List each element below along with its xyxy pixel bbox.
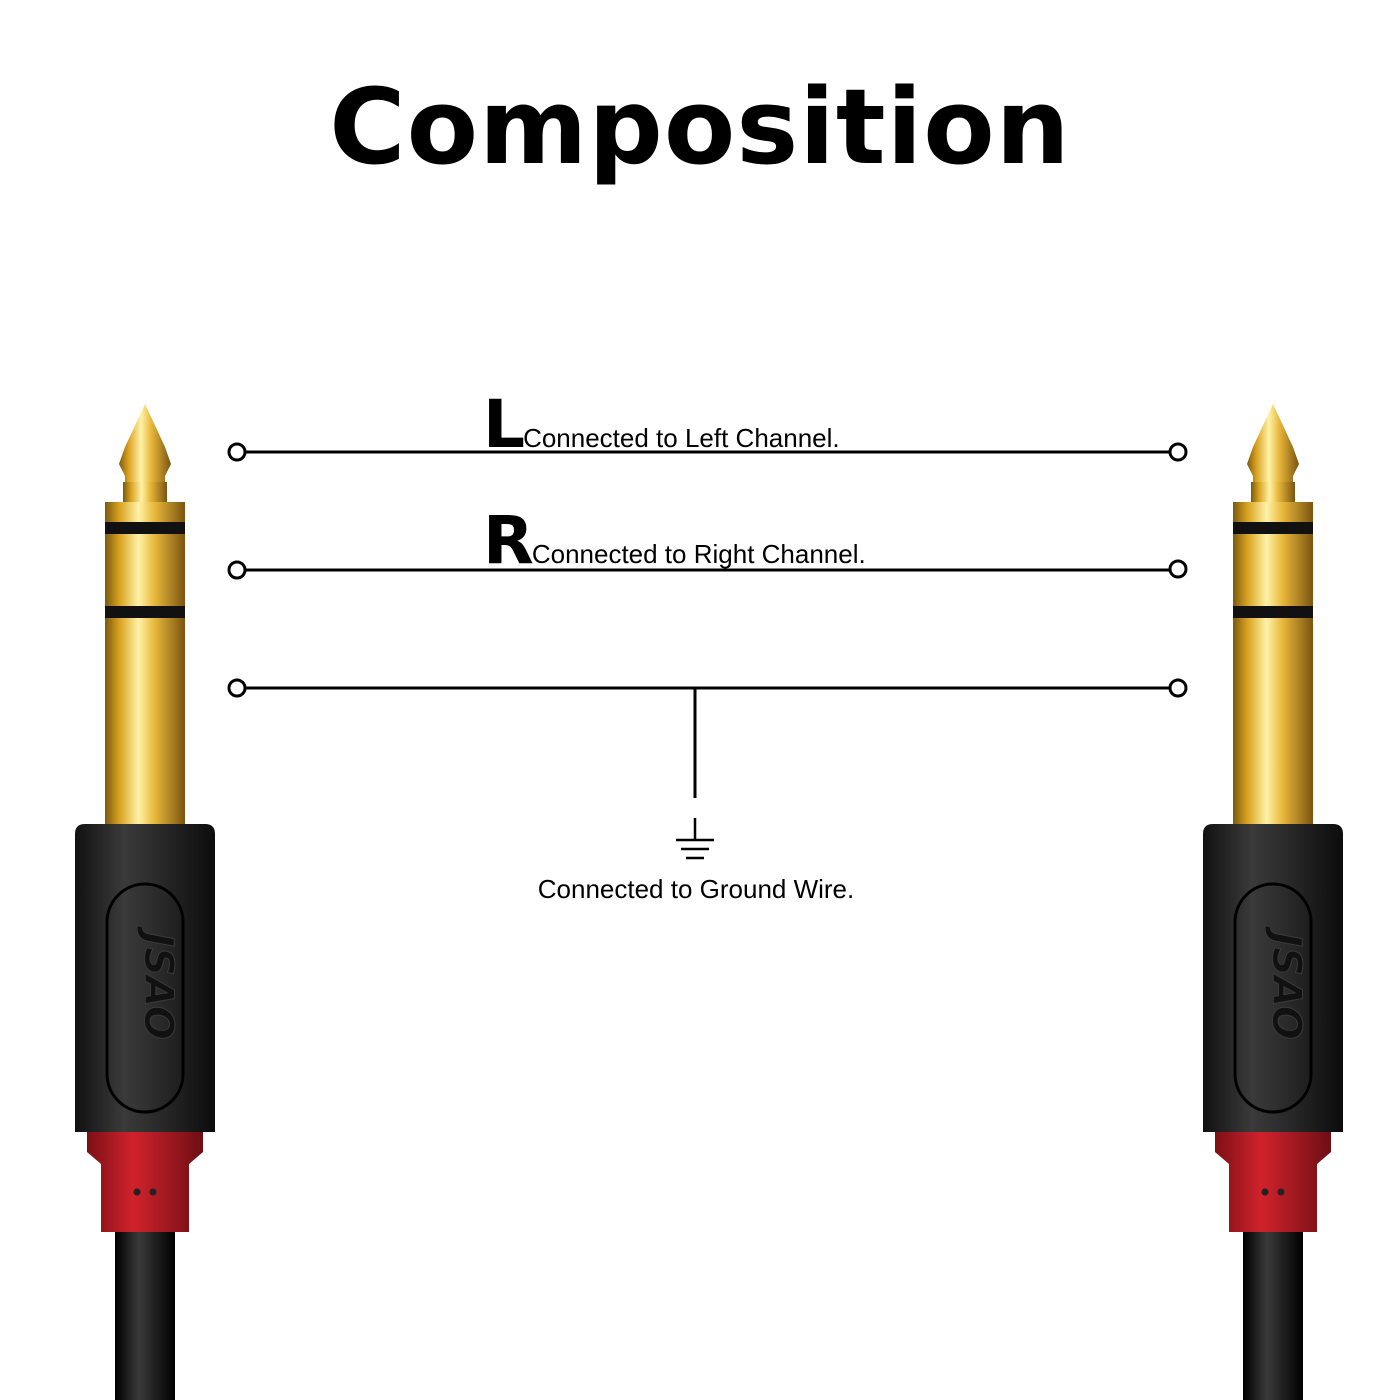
- left-channel-label: LConnected to Left Channel.: [483, 392, 840, 458]
- left-channel-text: Connected to Left Channel.: [523, 423, 840, 453]
- right-plug: [1201, 402, 1345, 1400]
- ground-label: Connected to Ground Wire.: [537, 874, 855, 904]
- ground-wire-terminal-right: [1168, 678, 1188, 698]
- left-plug: [73, 402, 217, 1400]
- right-wire-terminal-left: [227, 560, 247, 580]
- right-wire-terminal-right: [1168, 559, 1188, 579]
- right-plug-logo: JSAO: [1263, 925, 1309, 1039]
- left-plug-logo: JSAO: [135, 925, 181, 1039]
- page-title: Composition: [329, 66, 1071, 188]
- ground-wire-terminal-left: [227, 678, 247, 698]
- right-channel-label: RConnected to Right Channel.: [483, 508, 866, 574]
- right-channel-letter: R: [483, 502, 534, 579]
- ground-icon: [676, 818, 714, 860]
- right-channel-text: Connected to Right Channel.: [531, 539, 866, 569]
- left-channel-letter: L: [483, 386, 525, 463]
- left-wire-terminal-left: [227, 442, 247, 462]
- left-wire-terminal-right: [1168, 442, 1188, 462]
